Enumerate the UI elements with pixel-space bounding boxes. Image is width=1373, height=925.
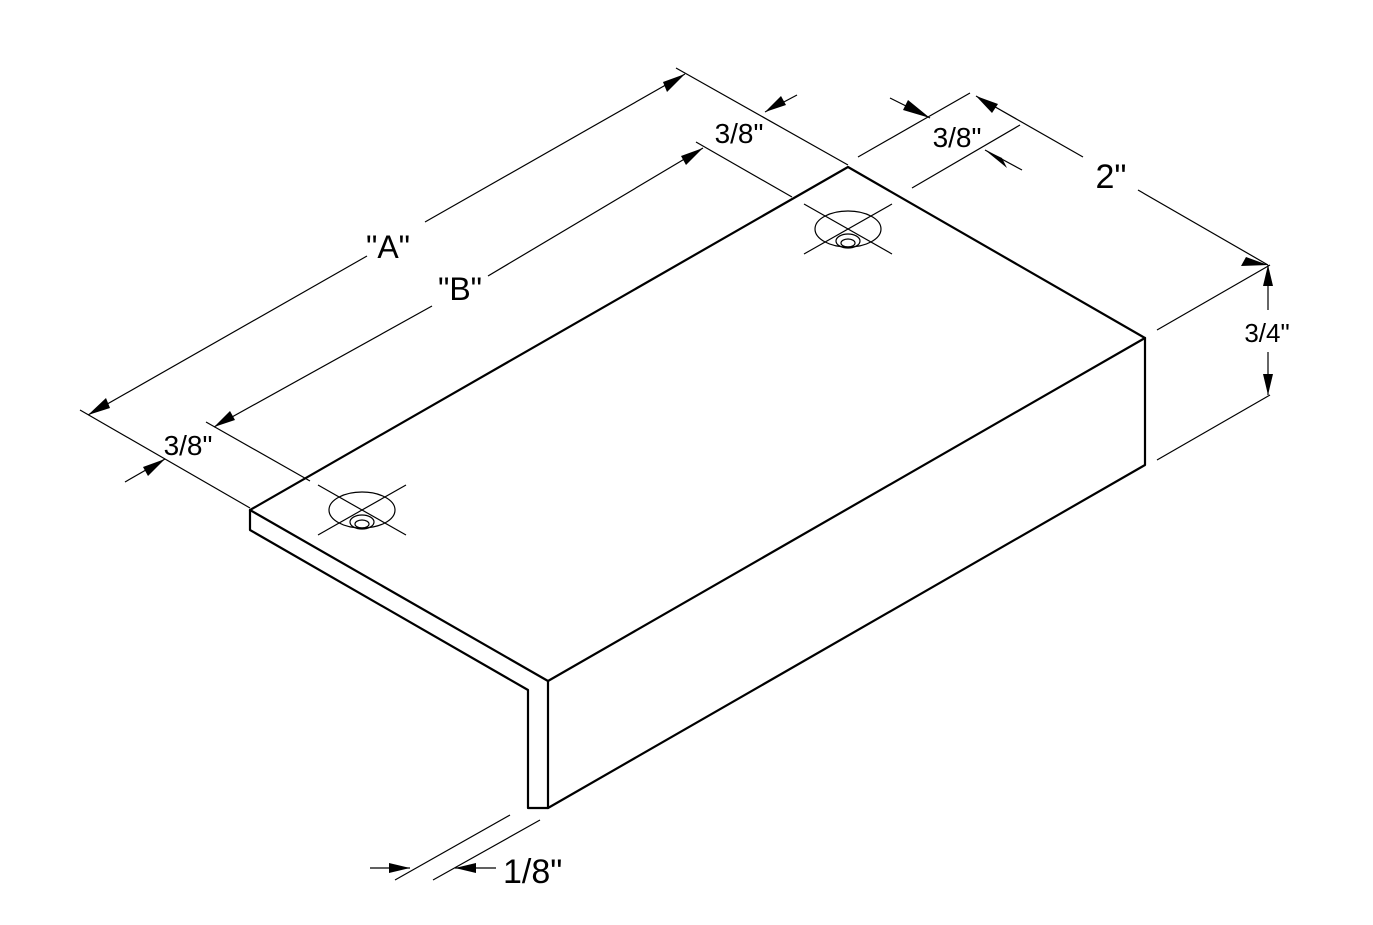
mounting-hole-left	[317, 484, 407, 536]
mounting-hole-right	[803, 203, 893, 255]
label-length-b: "B"	[438, 271, 482, 307]
lip-outline	[248, 508, 550, 810]
dimension-lines	[87, 73, 1269, 869]
extension-lines	[79, 67, 1271, 881]
label-hole-offset-side: 3/8"	[933, 122, 982, 153]
bracket-body	[248, 165, 1147, 810]
arrowheads	[88, 74, 1273, 873]
front-face-outline	[546, 336, 1147, 810]
label-width: 2"	[1096, 158, 1127, 196]
label-length-a: "A"	[366, 229, 410, 265]
label-hole-offset-top: 3/8"	[715, 118, 764, 149]
dimension-labels: "A" "B" 3/8" 3/8" 3/8" 2" 3/4" 1/8"	[164, 118, 1290, 891]
label-hole-offset-end: 3/8"	[164, 430, 213, 461]
label-height: 3/4"	[1244, 318, 1289, 348]
label-thickness: 1/8"	[503, 853, 562, 891]
